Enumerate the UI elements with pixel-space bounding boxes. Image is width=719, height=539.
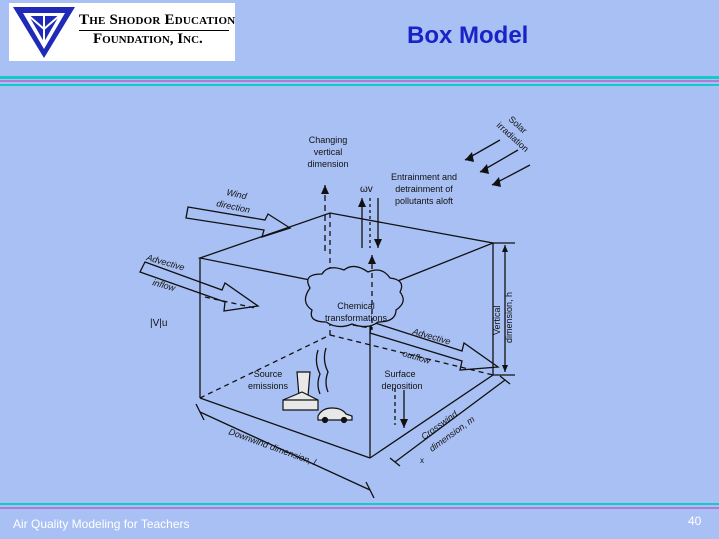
logo-line1: The Shodor Education [79, 12, 236, 28]
slide-title: Box Model [407, 22, 529, 49]
label-x-axis: x [420, 456, 424, 465]
box-model-diagram: Solar irradiation Changing vertical dime… [139, 114, 531, 499]
label-downwind: Downwind dimension, l [227, 426, 318, 467]
label-advective-inflow-2: inflow [151, 277, 176, 293]
label-surface-2: deposition [381, 381, 422, 391]
shodor-logo: The Shodor Education Foundation, Inc. [9, 3, 235, 61]
label-advective-outflow-1: Advective [410, 326, 451, 347]
slide-page-number: 40 [688, 514, 702, 528]
label-entrain-1: Entrainment and [391, 172, 457, 182]
label-surface-1: Surface [384, 369, 415, 379]
footer-course-title: Air Quality Modeling for Teachers [13, 517, 190, 531]
label-source-1: Source [254, 369, 283, 379]
label-chem-2: transformations [325, 313, 388, 323]
label-wind-1: Wind [226, 187, 249, 201]
label-source-2: emissions [248, 381, 289, 391]
label-omega: ωv [360, 184, 373, 195]
footer-stripe-purple [0, 507, 719, 509]
header-stripe-teal-2 [0, 84, 719, 86]
label-changing-3: dimension [307, 159, 348, 169]
label-changing-1: Changing [309, 135, 348, 145]
label-chem-1: Chemical [337, 301, 375, 311]
logo-line2: Foundation, Inc. [93, 31, 203, 47]
label-entrain-2: detrainment of [395, 184, 453, 194]
header-stripe-purple [0, 80, 719, 82]
label-flux-in: |V|u [150, 318, 167, 329]
label-changing-2: vertical [314, 147, 343, 157]
shodor-triangle-icon [13, 7, 75, 58]
footer-stripe-teal [0, 503, 719, 505]
logo-divider [79, 30, 229, 31]
label-vertical-2: dimension, h [504, 292, 514, 343]
header-stripe-teal [0, 76, 719, 79]
label-vertical-1: Vertical [492, 305, 502, 335]
label-entrain-3: pollutants aloft [395, 196, 454, 206]
